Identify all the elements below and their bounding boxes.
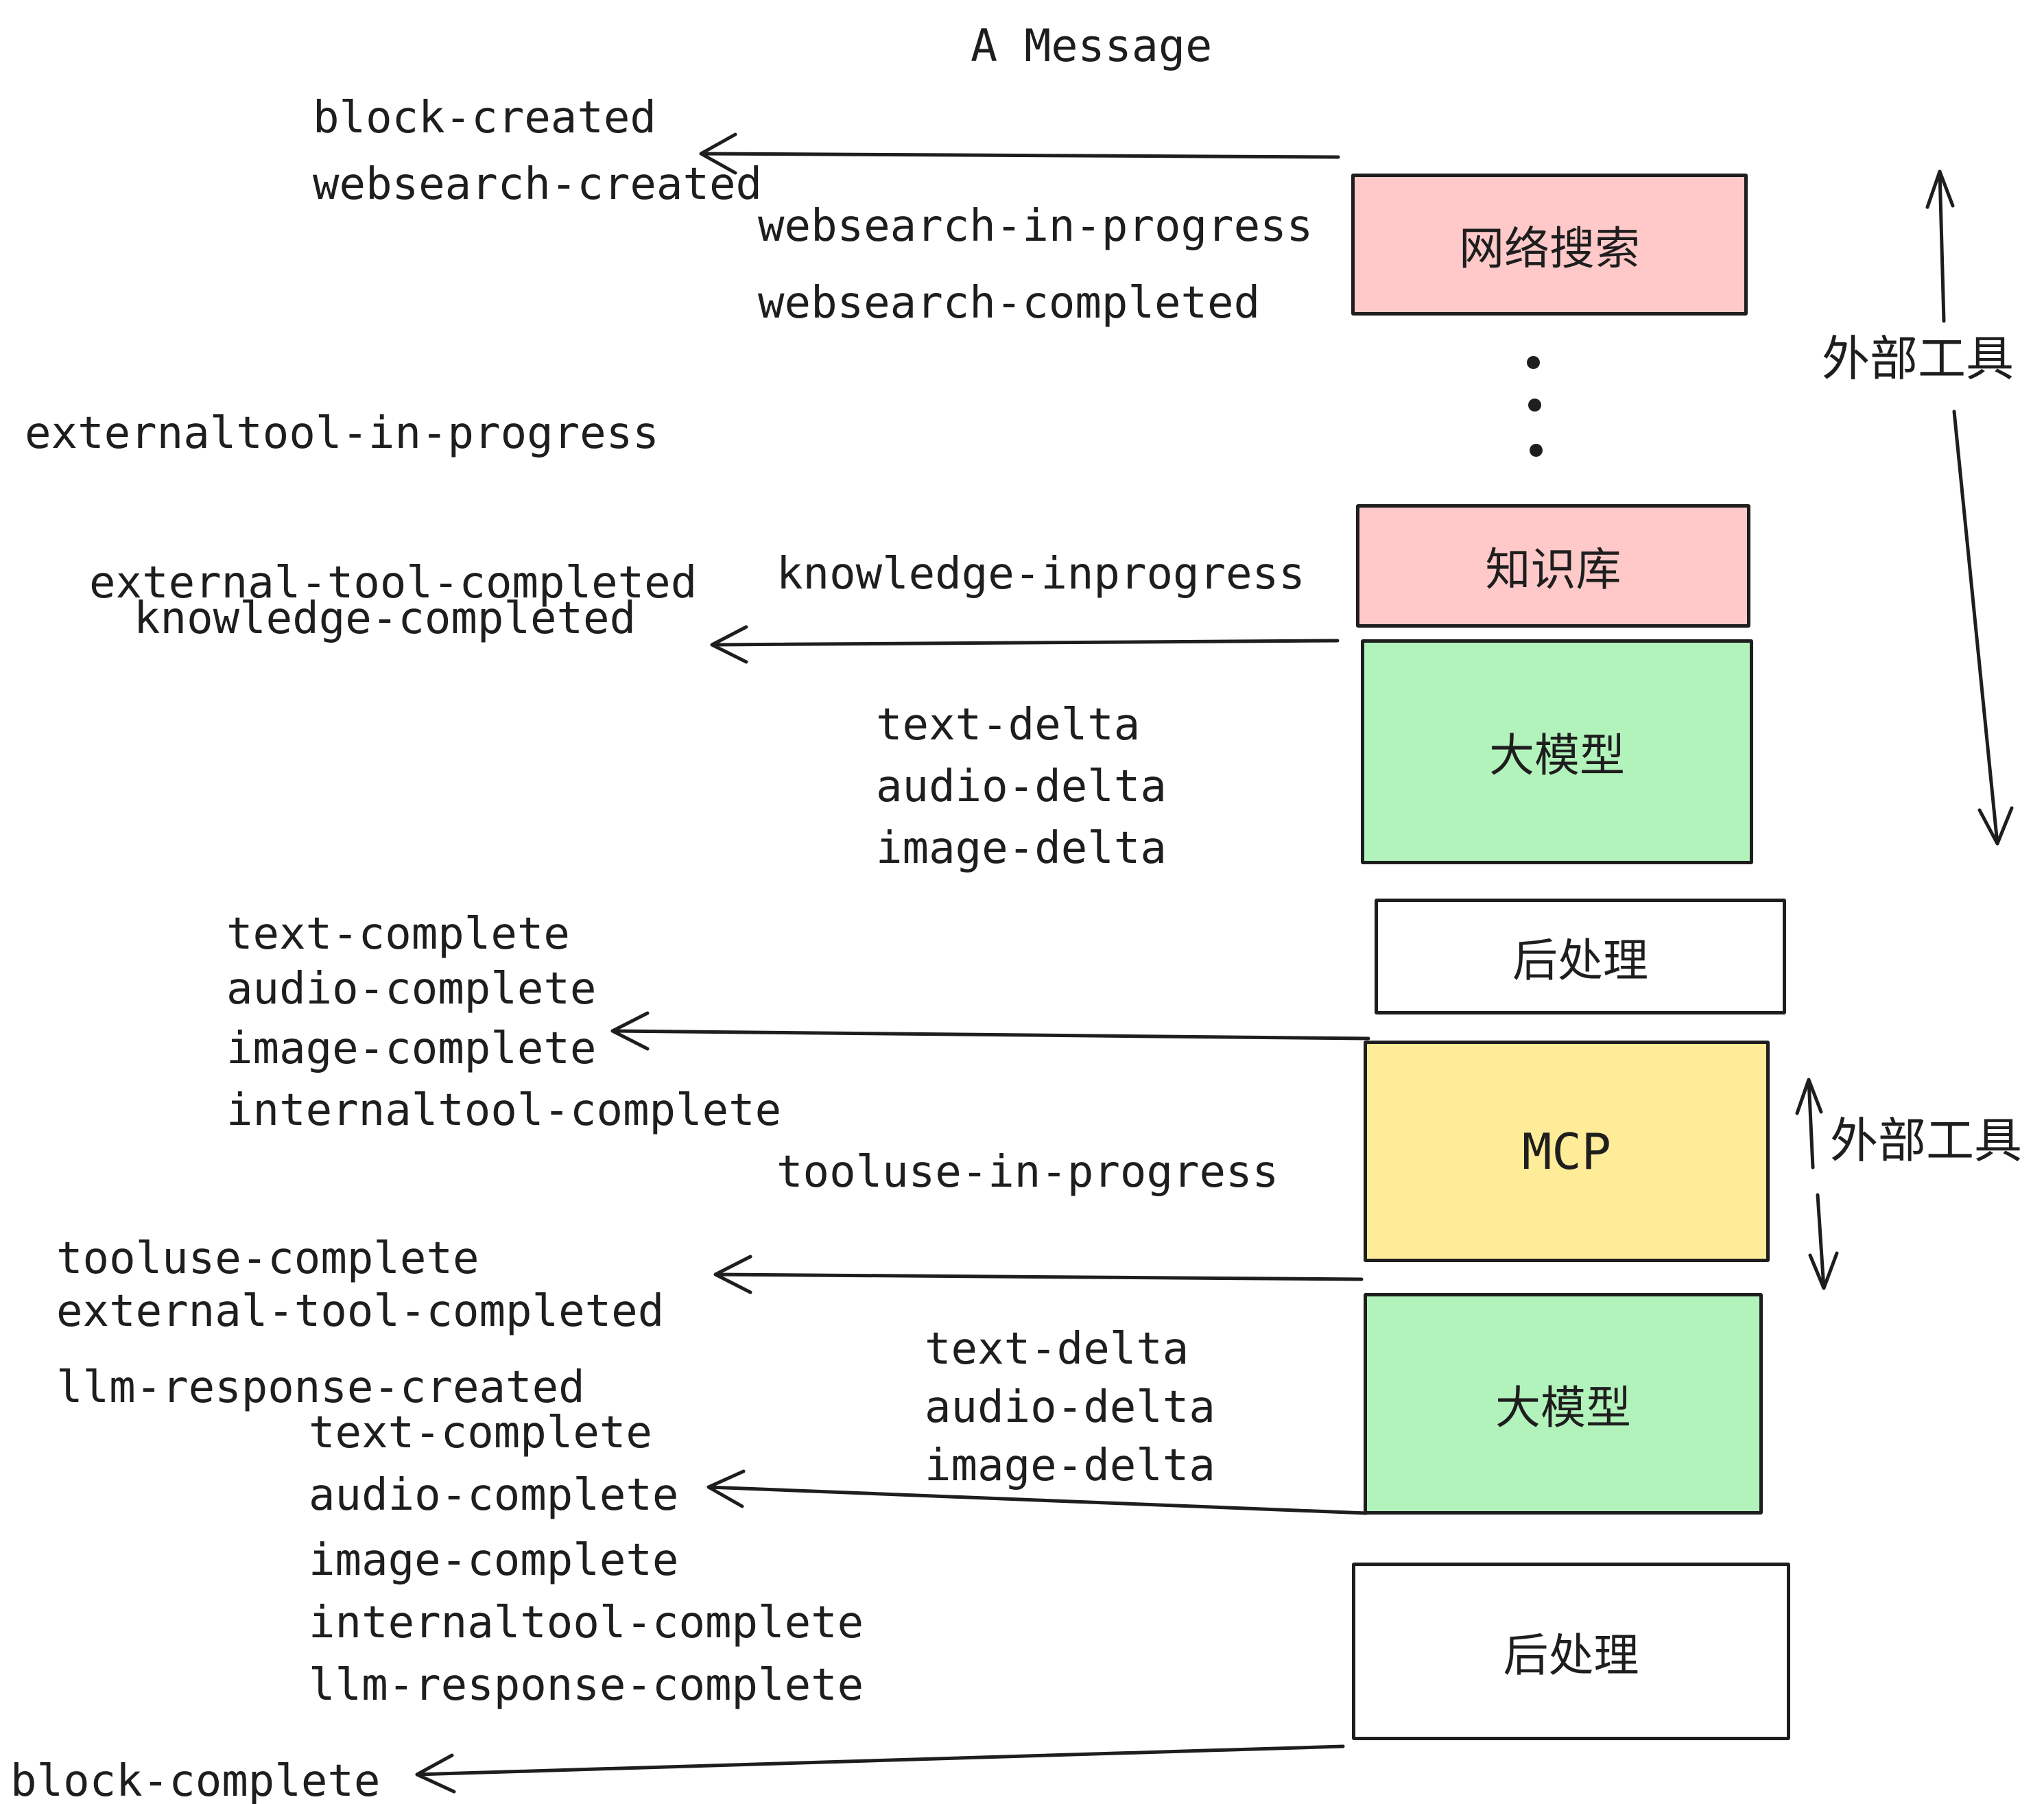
arrow-tooluse-complete-icon (713, 1255, 1364, 1294)
box-postprocess-1-label: 后处理 (1512, 934, 1648, 987)
event-label-external-tool-completed-2: external-tool-completed (56, 1286, 665, 1337)
event-label-internaltool-complete-1: internaltool-complete (226, 1085, 782, 1136)
event-label-text-delta-1: text-delta (876, 700, 1141, 750)
event-label-text-delta-2: text-delta (925, 1324, 1189, 1375)
external-tools-label-1: 外部工具 (1822, 331, 2014, 387)
box-llm-1-label: 大模型 (1489, 729, 1625, 782)
box-postprocess-2: 后处理 (1352, 1563, 1790, 1740)
event-label-knowledge-completed: knowledge-completed (134, 593, 637, 644)
event-label-audio-complete-1: audio-complete (226, 964, 597, 1014)
event-label-image-delta-2: image-delta (925, 1440, 1215, 1491)
external-tools-up-arrow-2-icon (1795, 1078, 1823, 1170)
event-label-internaltool-complete-2: internaltool-complete (309, 1598, 864, 1648)
external-tools-label-2: 外部工具 (1830, 1113, 2022, 1169)
box-postprocess-1: 后处理 (1375, 899, 1786, 1014)
event-label-image-delta-1: image-delta (876, 823, 1167, 874)
event-label-knowledge-inprogress: knowledge-inprogress (776, 549, 1305, 600)
box-llm-2: 大模型 (1364, 1293, 1763, 1515)
arrow-knowledge-completed-icon (710, 625, 1340, 664)
event-label-audio-delta-2: audio-delta (925, 1382, 1215, 1433)
event-label-websearch-in-progress: websearch-in-progress (758, 201, 1314, 252)
vertical-ellipsis-dot-icon (1528, 399, 1541, 412)
box-llm-2-label: 大模型 (1495, 1381, 1631, 1434)
event-label-llm-response-created: llm-response-created (56, 1362, 585, 1413)
box-knowledge: 知识库 (1356, 504, 1750, 628)
box-knowledge-label: 知识库 (1485, 543, 1621, 596)
box-postprocess-2-label: 后处理 (1503, 1628, 1639, 1682)
event-label-tooluse-complete: tooluse-complete (56, 1233, 479, 1284)
arrow-websearch-created-icon (699, 132, 1340, 175)
event-label-image-complete-1: image-complete (226, 1023, 597, 1074)
page-title: A Message (971, 21, 1213, 72)
box-llm-1: 大模型 (1361, 639, 1753, 864)
arrow-block-complete-icon (415, 1744, 1345, 1794)
event-label-websearch-completed: websearch-completed (758, 278, 1261, 329)
event-label-block-created: block-created (313, 93, 656, 143)
box-mcp-label: MCP (1521, 1122, 1612, 1180)
event-label-llm-response-complete: llm-response-complete (309, 1660, 864, 1711)
event-label-tooluse-in-progress: tooluse-in-progress (776, 1147, 1279, 1198)
vertical-ellipsis-dot-icon (1527, 356, 1540, 369)
vertical-ellipsis-dot-icon (1530, 444, 1543, 457)
event-label-text-complete-2: text-complete (309, 1408, 652, 1458)
event-label-block-complete: block-complete (10, 1756, 381, 1804)
external-tools-up-arrow-1-icon (1925, 169, 1955, 323)
arrow-internal-complete-1-icon (610, 1011, 1370, 1051)
external-tools-down-arrow-1-icon (1952, 410, 2014, 846)
external-tools-down-arrow-2-icon (1808, 1193, 1839, 1290)
event-label-audio-complete-2: audio-complete (309, 1470, 679, 1521)
event-label-audio-delta-1: audio-delta (876, 761, 1167, 812)
event-label-external-tool-completed-1: external-tool-completed (89, 558, 698, 608)
event-label-text-complete-1: text-complete (226, 909, 570, 960)
event-label-image-complete-2: image-complete (309, 1535, 679, 1586)
box-websearch: 网络搜索 (1351, 174, 1748, 316)
box-mcp: MCP (1364, 1041, 1770, 1262)
box-websearch-label: 网络搜索 (1459, 222, 1640, 275)
event-label-websearch-created: websearch-created (313, 159, 763, 210)
event-label-externaltool-in-progress: externaltool-in-progress (25, 408, 659, 459)
